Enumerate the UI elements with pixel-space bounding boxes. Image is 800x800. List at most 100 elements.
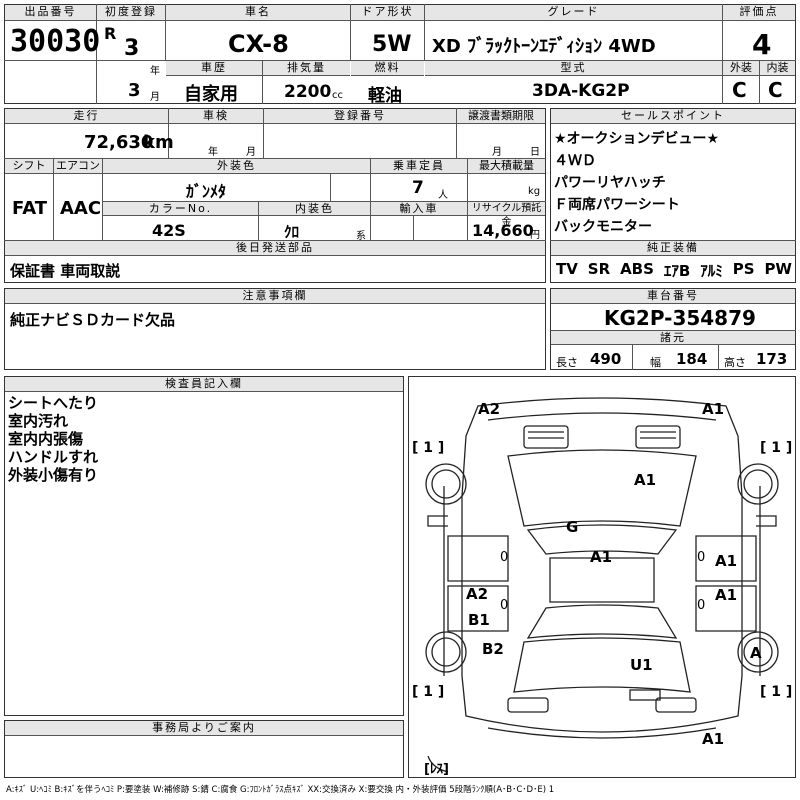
import-label: 輸入車 — [371, 202, 467, 216]
aircon-value: AAC — [60, 198, 102, 219]
inspector-note: 室内汚れ — [8, 412, 69, 430]
car-diagram — [425, 397, 779, 773]
caution-label: 注意事項欄 — [5, 289, 545, 304]
height-value: 173 — [756, 350, 788, 368]
inspection-label: 車検 — [169, 109, 263, 124]
recycle-label: リサイクル預託金 — [468, 202, 545, 228]
damage-mark: A1 — [634, 471, 657, 489]
inspector-note: シートへたり — [8, 394, 99, 412]
width-label: 幅 — [650, 356, 661, 369]
caution-block — [4, 288, 546, 370]
color-value: ｶﾞﾝﾒﾀ — [186, 182, 227, 201]
damage-mark: A2 — [466, 585, 489, 603]
equipment-item: TV — [556, 260, 578, 278]
inspection-month-unit: 月 — [246, 147, 256, 158]
damage-mark: A — [750, 644, 762, 662]
interior-color-unit: 系 — [356, 231, 366, 242]
score-value: 4 — [752, 28, 772, 61]
inspector-block — [4, 376, 404, 716]
year-unit: 年 — [150, 66, 160, 77]
door-label: ドア形状 — [351, 5, 424, 21]
sales-point-list: ★オークションデビュー★ ４ＷＤ パワーリヤハッチ Ｆ両席パワーシート バックモ… — [554, 128, 794, 238]
length-value: 490 — [590, 350, 622, 368]
reg-month: 3 — [128, 80, 141, 101]
recycle-unit: 円 — [530, 230, 540, 241]
inspector-label: 検査員記入欄 — [5, 377, 403, 392]
damage-mark: A2 — [478, 400, 501, 418]
height-label: 高さ — [724, 356, 746, 369]
equipment-item: PW — [764, 260, 792, 278]
score-label: 評価点 — [723, 5, 795, 21]
damage-mark: A1 — [715, 586, 738, 604]
door-type: 5W — [372, 32, 412, 57]
fuel-label: 燃料 — [351, 61, 424, 76]
chassis-label: 車台番号 — [551, 289, 795, 304]
car-name-label: 車名 — [166, 5, 350, 21]
equipment-item: ｱﾙﾐ — [700, 262, 723, 280]
grade-label: グレード — [425, 5, 722, 21]
lot-label: 出品番号 — [5, 5, 96, 21]
interior-color-label: 内装色 — [259, 202, 370, 216]
color-no-label: カラーNo. — [103, 202, 258, 216]
inspector-note: 室内内張傷 — [8, 430, 84, 448]
interior-grade: C — [768, 78, 783, 102]
aircon-label: エアコン — [54, 159, 102, 174]
later-parts-label: 後日発送部品 — [5, 241, 545, 256]
car-name: CX-8 — [228, 30, 289, 58]
header-block — [4, 4, 796, 104]
damage-mark: A1 — [702, 730, 725, 748]
detail-block — [4, 108, 546, 283]
model-label: 型式 — [425, 61, 722, 76]
capacity-label: 乗車定員 — [371, 159, 467, 174]
shift-value: FAT — [12, 198, 48, 219]
deadline-day-unit: 日 — [530, 147, 540, 158]
sales-point-block — [550, 108, 796, 283]
lot-number: 30030 — [10, 24, 101, 59]
history-label: 車歴 — [166, 61, 262, 76]
capacity-value: 7 — [412, 178, 424, 198]
sales-point-label: セールスポイント — [551, 109, 795, 124]
grade-value: XD ﾌﾞﾗｯｸﾄｰﾝｴﾃﾞｨｼｮﾝ 4WD — [432, 36, 656, 57]
equipment-label: 純正装備 — [551, 241, 795, 256]
sales-point-item: バックモニター — [554, 219, 652, 235]
specs-label: 諸元 — [551, 331, 795, 345]
deadline-label: 譲渡書類期限 — [457, 109, 545, 124]
chassis-number: KG2P-354879 — [604, 306, 756, 330]
color-label: 外装色 — [103, 159, 370, 174]
panel-zero: 0 — [697, 598, 706, 613]
displacement-value: 2200 — [284, 82, 332, 102]
displacement-unit: cc — [332, 90, 343, 101]
tire-rating-front-right: [ 1 ] — [760, 440, 793, 456]
model-value: 3DA-KG2P — [532, 81, 630, 101]
history-value: 自家用 — [184, 84, 238, 105]
deadline-month-unit: 月 — [492, 147, 502, 158]
length-label: 長さ — [556, 356, 578, 369]
month-unit: 月 — [150, 92, 160, 103]
sales-point-item: ★オークションデビュー★ — [554, 131, 720, 147]
recycle-value: 14,660 — [472, 221, 534, 240]
equipment-item: SR — [587, 260, 611, 278]
tire-rating-rear-left: [ 1 ] — [412, 684, 445, 700]
inspector-note: ハンドルすれ — [8, 448, 99, 466]
interior-color-value: ｸﾛ — [284, 223, 300, 241]
tire-rating-rear-right: [ 1 ] — [760, 684, 793, 700]
caution-value: 純正ナビＳＤカード欠品 — [10, 311, 176, 329]
fuel-value: 軽油 — [368, 86, 402, 106]
chassis-block — [550, 288, 796, 370]
capacity-unit: 人 — [438, 190, 448, 201]
equipment-item: PS — [732, 260, 755, 278]
legend-text: A:ｷｽﾞ U:ﾍｺﾐ B:ｷｽﾞを伴うﾍｺﾐ P:要塗装 W:補修跡 S:錆 … — [6, 785, 555, 795]
damage-mark: A1 — [715, 552, 738, 570]
displacement-label: 排気量 — [263, 61, 350, 76]
interior-label: 内装 — [760, 61, 795, 76]
width-value: 184 — [676, 350, 708, 368]
sales-point-item: パワーリヤハッチ — [554, 175, 666, 191]
damage-diagram-frame — [408, 376, 796, 778]
damage-mark: A1 — [702, 400, 725, 418]
sales-point-item: Ｆ両席パワーシート — [554, 197, 680, 213]
damage-mark: B1 — [468, 611, 490, 629]
inspector-note: 外装小傷有り — [8, 466, 99, 484]
damage-mark: B2 — [482, 640, 504, 658]
inspection-year-unit: 年 — [208, 147, 218, 158]
mileage-unit: km — [143, 132, 174, 153]
